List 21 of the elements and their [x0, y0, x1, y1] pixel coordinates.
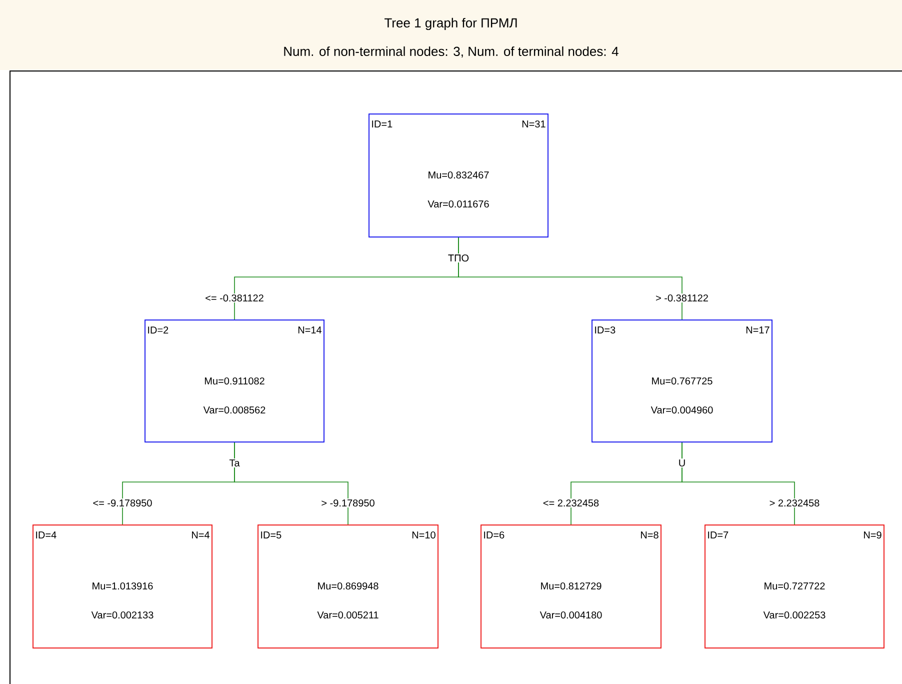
subtitle: Num. of non-terminal nodes: 3, Num. of terminal nodes: 4 — [284, 46, 618, 58]
edge-label: <= 2.232458 — [542, 498, 600, 508]
tree-node-box: ID=4 N=4 Mu=1.013916 Var=0.002133 — [32, 524, 212, 648]
split-variable: Ta — [228, 458, 241, 468]
split-variable: ТПО — [446, 253, 470, 263]
tree-node-box: ID=3 N=17 Mu=0.767725 Var=0.004960 — [592, 320, 772, 442]
edge-label: > -0.381122 — [654, 293, 710, 303]
tree-node-box: ID=5 N=10 Mu=0.869948 Var=0.005211 — [258, 524, 438, 648]
title: Tree 1 graph for ПРМЛ — [384, 18, 517, 30]
tree-node-box: ID=1 N=31 Mu=0.832467 Var=0.011676 — [368, 114, 548, 238]
edge-label: > -9.178950 — [320, 498, 376, 508]
connector-line — [682, 442, 795, 525]
connector-line — [458, 237, 682, 320]
edge-label: <= -9.178950 — [92, 498, 154, 508]
tree-node-box: ID=6 N=8 Mu=0.812729 Var=0.004180 — [480, 524, 662, 648]
tree-node-box: ID=2 N=14 Mu=0.911082 Var=0.008562 — [144, 320, 324, 442]
connector-line — [234, 442, 348, 525]
edge-label: > 2.232458 — [768, 498, 821, 508]
tree-node-box: ID=7 N=9 Mu=0.727722 Var=0.002253 — [704, 524, 884, 648]
split-variable: U — [677, 458, 687, 468]
edge-label: <= -0.381122 — [204, 293, 265, 303]
